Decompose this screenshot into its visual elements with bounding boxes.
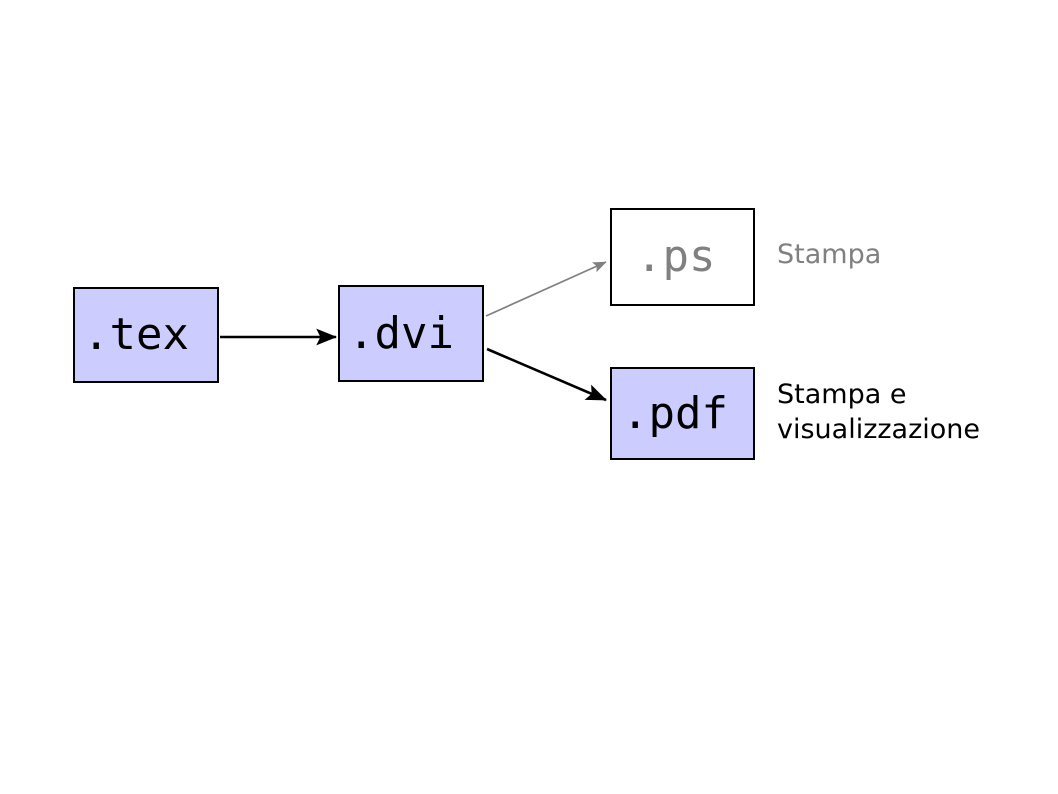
- edge-dvi-to-ps: [485, 261, 607, 317]
- node-tex-label: .tex: [83, 309, 189, 360]
- node-pdf[interactable]: .pdf: [610, 367, 755, 460]
- annotation-stampa-e-visualizzazione: Stampa e visualizzazione: [777, 379, 981, 445]
- node-dvi[interactable]: .dvi: [338, 285, 484, 382]
- edge-dvi-to-pdf: [486, 347, 607, 402]
- node-dvi-label: .dvi: [348, 307, 454, 359]
- annotation-stampa: Stampa: [777, 239, 882, 270]
- node-tex[interactable]: .tex: [73, 287, 219, 383]
- node-pdf-label: .pdf: [622, 387, 728, 439]
- node-ps-label: .ps: [636, 231, 716, 282]
- node-ps[interactable]: .ps: [610, 208, 755, 306]
